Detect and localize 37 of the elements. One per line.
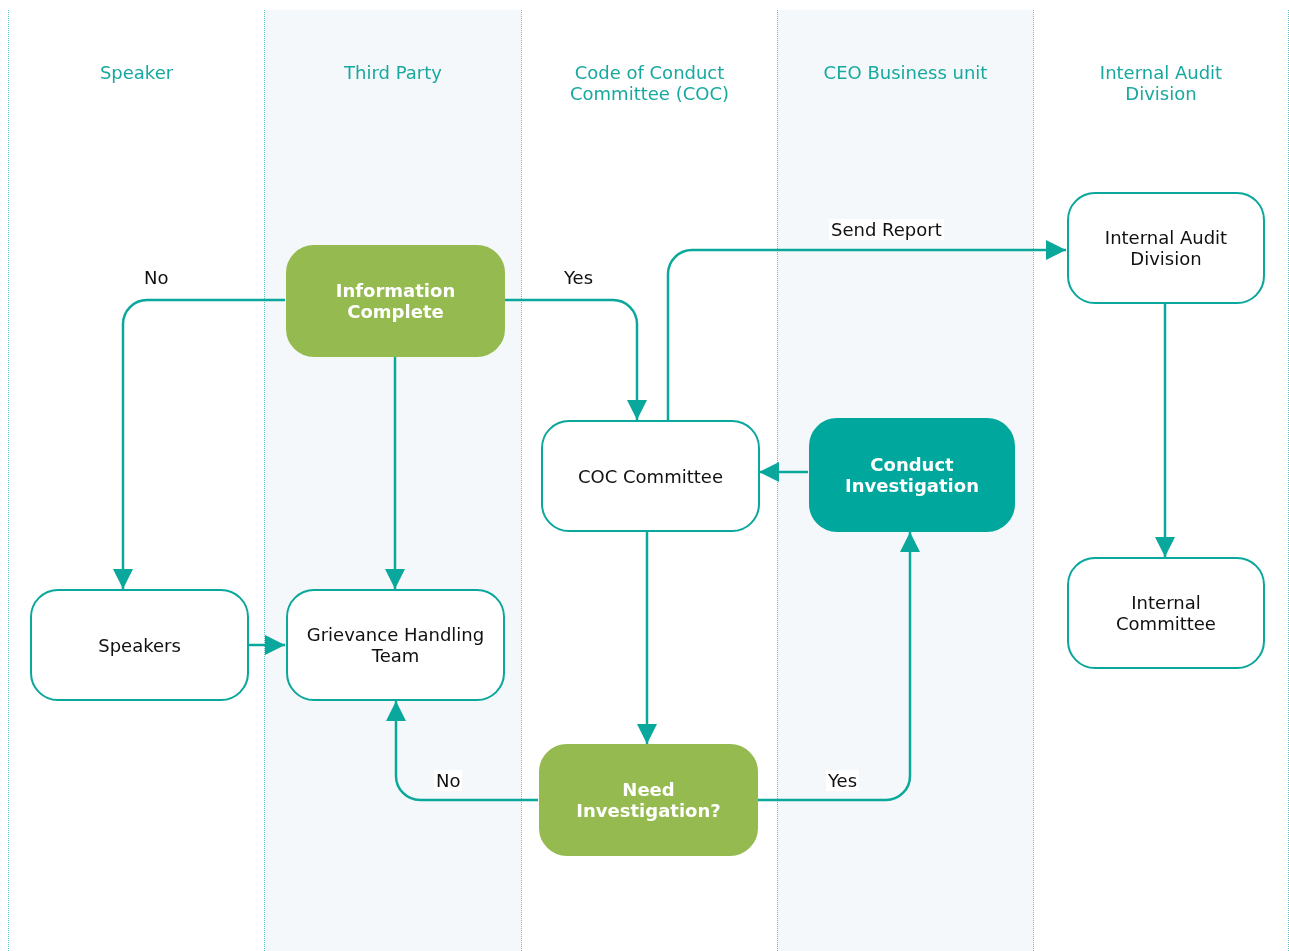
- process-box: [1067, 557, 1265, 669]
- connector-arrow: [504, 298, 647, 420]
- swimlane: [264, 10, 521, 951]
- box-label: Conduct Investigation: [844, 454, 980, 496]
- lane-title: Speaker: [98, 62, 175, 83]
- box-label: Internal Audit Division: [1103, 227, 1229, 269]
- lane-title: Internal Audit Division: [1098, 62, 1224, 104]
- lane-title: Code of Conduct Committee (COC): [569, 62, 730, 104]
- connector-arrow: [385, 357, 405, 589]
- connector-arrow: [1155, 304, 1175, 557]
- connector-arrow: [759, 462, 808, 482]
- process-box: [541, 420, 760, 532]
- lane-title: Third Party: [343, 62, 443, 83]
- box-label: COC Committee: [577, 465, 724, 487]
- edge-label: No: [434, 770, 463, 791]
- lane-title: CEO Business unit: [822, 62, 989, 83]
- process-box: [286, 589, 505, 701]
- edge-label: Yes: [826, 770, 860, 791]
- swimlane: [777, 10, 1033, 951]
- connector-arrow: [666, 240, 1066, 420]
- connector-arrow: [386, 701, 538, 802]
- box-label: Need Investigation?: [575, 779, 722, 821]
- box-label: Grievance Handling Team: [305, 624, 486, 666]
- box-label: Information Complete: [334, 280, 457, 322]
- action-box: [809, 418, 1015, 532]
- box-label: Internal Committee: [1115, 592, 1217, 634]
- connector-arrow: [248, 635, 285, 655]
- decision-box: [286, 245, 505, 357]
- edge-label: Send Report: [829, 219, 944, 240]
- process-box: [30, 589, 249, 701]
- process-box: [1067, 192, 1265, 304]
- connector-arrow: [113, 298, 285, 589]
- box-label: Speakers: [97, 634, 182, 656]
- connector-arrow: [757, 532, 920, 802]
- connector-arrow: [637, 532, 657, 744]
- swimlane: [1033, 10, 1289, 951]
- decision-box: [539, 744, 758, 856]
